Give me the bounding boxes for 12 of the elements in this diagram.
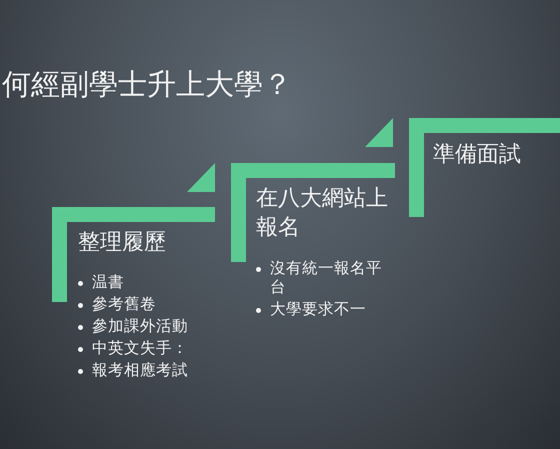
slide-title: 何經副學士升上大學？: [2, 66, 292, 103]
step-heading: 在八大網站上報名: [256, 185, 389, 242]
step-heading: 整理履歷: [78, 229, 167, 257]
bullet-item: 報考相應考試: [78, 360, 228, 380]
step-shape: [409, 118, 560, 218]
bullet-item: 大學要求不一: [256, 300, 396, 319]
step-heading: 準備面試: [433, 141, 522, 169]
bullet-item: 沒有統一報名平台: [256, 259, 396, 297]
bullet-item: 參考舊卷: [78, 294, 228, 314]
bullet-item: 參加課外活動: [78, 316, 228, 336]
bullet-item: 温書: [78, 273, 228, 292]
bullet-item: 中英文失手：: [78, 338, 228, 358]
